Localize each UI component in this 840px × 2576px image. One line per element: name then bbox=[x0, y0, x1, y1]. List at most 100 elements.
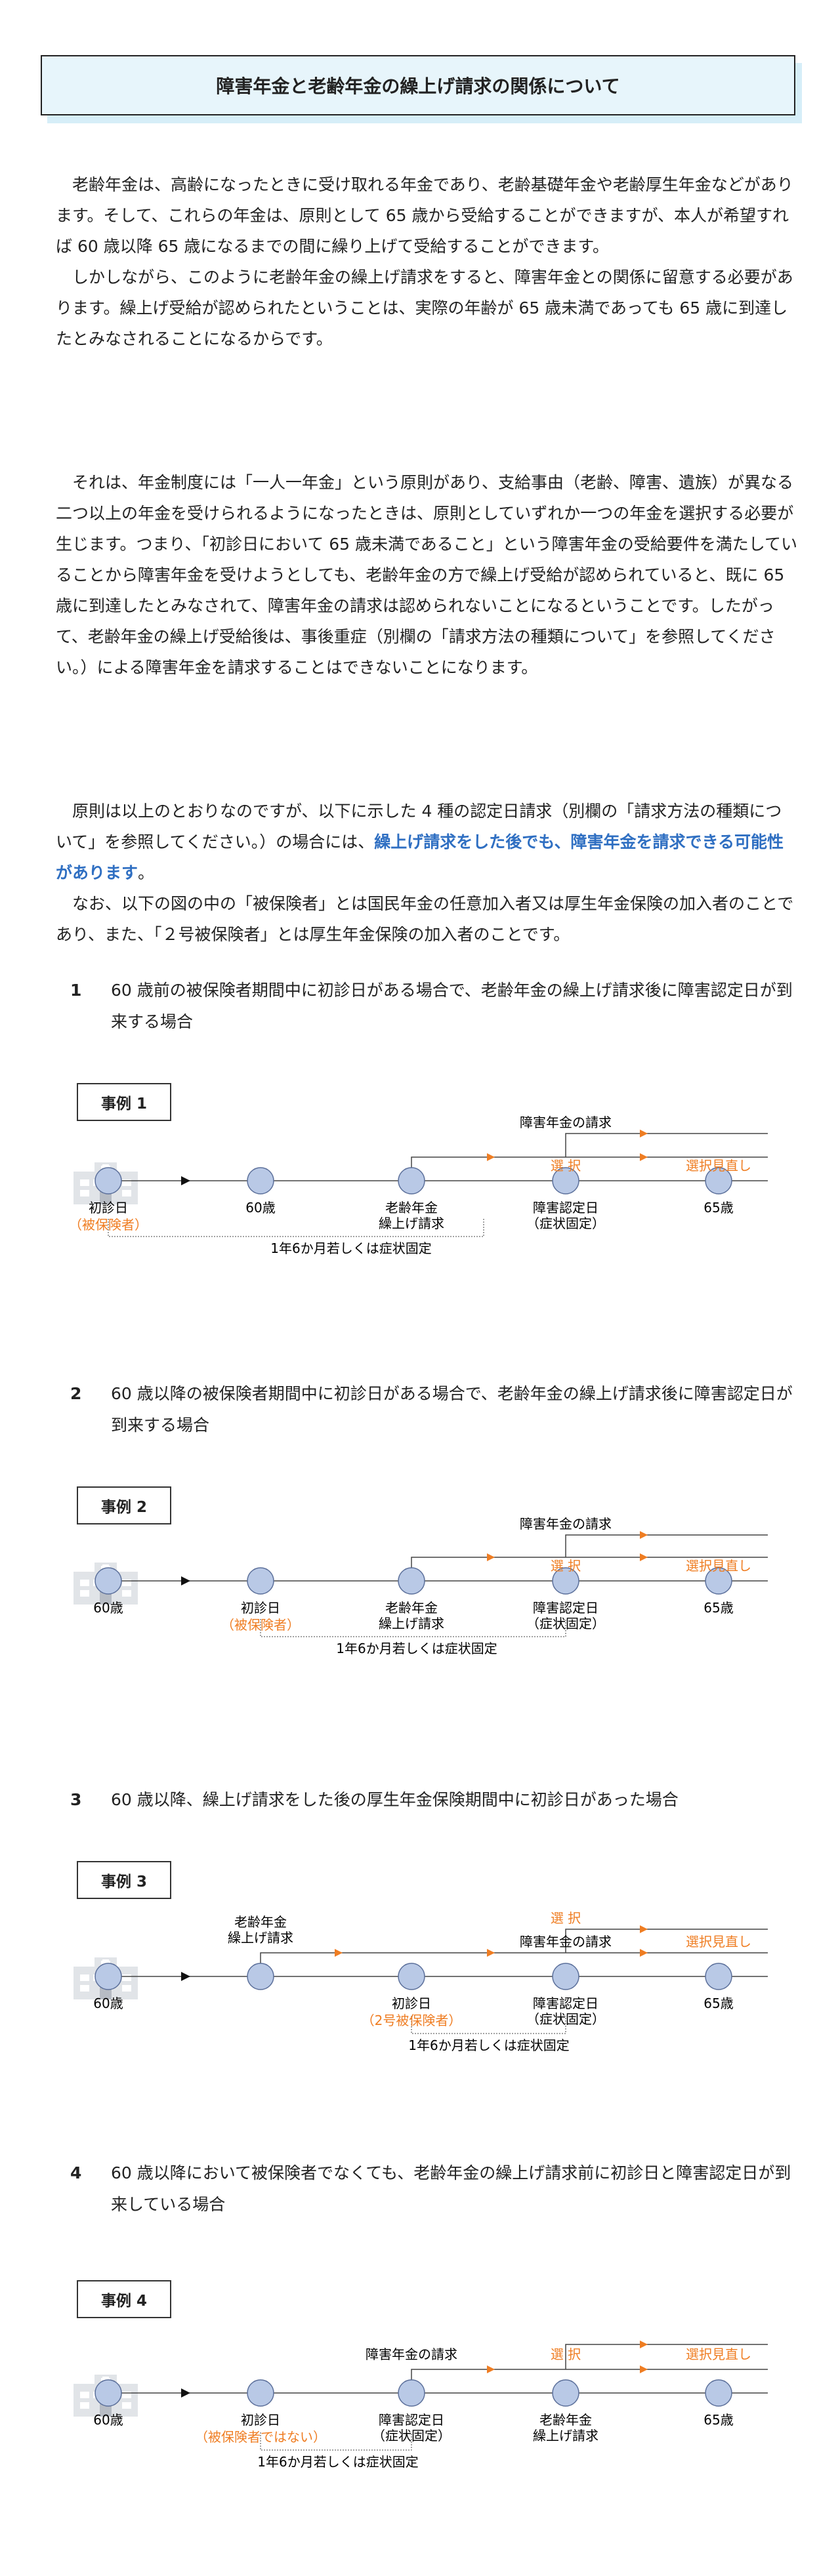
case-3-diagram: 60歳 老齢年金 繰上げ請求 初診日 （2号被保険者） 障害認定日 （症状固定）… bbox=[74, 1910, 768, 2053]
label-kotei: 1年6か月若しくは症状固定 bbox=[408, 2037, 569, 2053]
case-1-label: 事例 1 bbox=[77, 1083, 171, 1121]
case-2-diagram: 60歳 初診日 （被保険者） 老齢年金 繰上げ請求 障害認定日 （症状固定） 6… bbox=[74, 1516, 768, 1656]
label-rourei-1: 老齢年金 bbox=[539, 2412, 592, 2428]
case-1-heading: 1 60 歳前の被保険者期間中に初診日がある場合で、老齢年金の繰上げ請求後に障害… bbox=[56, 975, 804, 1038]
label-age65: 65歳 bbox=[704, 1200, 733, 1216]
case-2-heading: 2 60 歳以降の被保険者期間中に初診日がある場合で、老齢年金の繰上げ請求後に障… bbox=[56, 1378, 804, 1441]
orange-arrow bbox=[335, 1949, 343, 1957]
case-4-label: 事例 4 bbox=[77, 2280, 171, 2318]
orange-arrow bbox=[640, 1130, 648, 1137]
case-4-heading: 4 60 歳以降において被保険者でなくても、老齢年金の繰上げ請求前に初診日と障害… bbox=[56, 2157, 804, 2220]
bracket-line bbox=[411, 2016, 566, 2034]
node-rourei bbox=[398, 1167, 425, 1195]
label-sentaku: 選 択 bbox=[551, 1558, 581, 1574]
bracket-line bbox=[260, 2432, 412, 2451]
branch-line bbox=[565, 1534, 768, 1557]
label-hihokensha: （被保険者） bbox=[69, 1217, 148, 1233]
branch-line bbox=[565, 1929, 768, 1953]
hospital-icon bbox=[74, 1162, 138, 1204]
label-shoshinbi: 初診日 bbox=[392, 1995, 431, 2011]
case-3-label: 事例 3 bbox=[77, 1861, 171, 1899]
label-age65: 65歳 bbox=[704, 1600, 733, 1616]
label-rourei-2: 繰上げ請求 bbox=[533, 2428, 598, 2443]
label-hihokensha-denai: （被保険者ではない） bbox=[195, 2429, 326, 2445]
page-title-box: 障害年金と老齢年金の繰上げ請求の関係について bbox=[41, 55, 802, 123]
node-rourei bbox=[398, 1567, 425, 1595]
branch-line bbox=[565, 1133, 768, 1157]
case-4-heading-text: 60 歳以降において被保険者でなくても、老齢年金の繰上げ請求前に初診日と障害認定… bbox=[111, 2163, 791, 2214]
label-nintei-2: （症状固定） bbox=[526, 1216, 605, 1231]
case-3-heading-text: 60 歳以降、繰上げ請求をした後の厚生年金保険期間中に初診日があった場合 bbox=[111, 1790, 679, 1809]
label-age60: 60歳 bbox=[93, 2412, 123, 2428]
label-age60: 60歳 bbox=[93, 1995, 123, 2011]
principle-text: それは、年金制度には「一人一年金」という原則があり、支給事由（老齢、障害、遺族）… bbox=[56, 467, 797, 683]
label-nintei-1: 障害認定日 bbox=[379, 2412, 444, 2428]
node-nintei bbox=[552, 1167, 579, 1195]
paragraph-1: 老齢年金は、高齢になったときに受け取れる年金であり、老齢基礎年金や老齢厚生年金な… bbox=[56, 175, 793, 256]
label-nintei-1: 障害認定日 bbox=[533, 1995, 598, 2011]
label-shougai-seikyu: 障害年金の請求 bbox=[520, 1114, 612, 1130]
paragraph-4: 原則は以上のとおりなのですが、以下に示した 4 種の認定日請求（別欄の「請求方法… bbox=[56, 796, 797, 888]
label-age65: 65歳 bbox=[704, 1995, 733, 2011]
node-age60 bbox=[94, 1963, 122, 1990]
label-nintei-1: 障害認定日 bbox=[533, 1600, 598, 1616]
label-nintei-2: （症状固定） bbox=[526, 2011, 605, 2027]
arrow-head bbox=[181, 1176, 190, 1185]
node-age65 bbox=[705, 1963, 732, 1990]
label-shoshinbi: 初診日 bbox=[89, 1200, 128, 1216]
label-age60: 60歳 bbox=[93, 1600, 123, 1616]
page-title: 障害年金と老齢年金の繰上げ請求の関係について bbox=[41, 55, 795, 115]
label-shoshinbi: 初診日 bbox=[241, 1600, 280, 1616]
label-shougai-seikyu: 障害年金の請求 bbox=[520, 1516, 612, 1532]
node-age60 bbox=[94, 1567, 122, 1595]
case-2-number: 2 bbox=[70, 1384, 82, 1403]
orange-arrow bbox=[640, 1925, 648, 1933]
label-kotei: 1年6か月若しくは症状固定 bbox=[257, 2454, 418, 2470]
orange-arrow bbox=[640, 1949, 648, 1957]
label-rourei-2: 繰上げ請求 bbox=[379, 1616, 444, 1631]
label-sentaku: 選 択 bbox=[551, 2346, 581, 2362]
orange-arrow bbox=[640, 1531, 648, 1539]
node-age60 bbox=[247, 1167, 274, 1195]
case-4-number: 4 bbox=[70, 2163, 82, 2182]
label-hihokensha: （被保険者） bbox=[221, 1617, 300, 1633]
paragraph-2: しかしながら、このように老齢年金の繰上げ請求をすると、障害年金との関係に留意する… bbox=[56, 268, 793, 348]
paragraph-5: なお、以下の図の中の「被保険者」とは国民年金の任意加入者又は厚生年金保険の加入者… bbox=[56, 894, 794, 944]
node-nintei bbox=[398, 2379, 425, 2407]
intro-text: 老齢年金は、高齢になったときに受け取れる年金であり、老齢基礎年金や老齢厚生年金な… bbox=[56, 169, 797, 354]
label-sentaku-minaoshi: 選択見直し bbox=[686, 1934, 751, 1950]
node-shoshinbi bbox=[247, 2379, 274, 2407]
node-age65 bbox=[705, 2379, 732, 2407]
node-nintei bbox=[552, 1963, 579, 1990]
case-3-heading: 3 60 歳以降、繰上げ請求をした後の厚生年金保険期間中に初診日があった場合 bbox=[56, 1784, 804, 1816]
label-age60: 60歳 bbox=[245, 1200, 275, 1216]
label-kotei: 1年6か月若しくは症状固定 bbox=[270, 1240, 431, 1256]
orange-arrow bbox=[487, 1553, 495, 1561]
case-1-heading-text: 60 歳前の被保険者期間中に初診日がある場合で、老齢年金の繰上げ請求後に障害認定… bbox=[111, 981, 793, 1031]
branch-line bbox=[260, 1952, 768, 1976]
case-2-label: 事例 2 bbox=[77, 1486, 171, 1524]
arrow-head bbox=[181, 1972, 190, 1981]
orange-arrow bbox=[640, 2365, 648, 2373]
exception-text: 原則は以上のとおりなのですが、以下に示した 4 種の認定日請求（別欄の「請求方法… bbox=[56, 796, 797, 950]
label-nigou-hihokensha: （2号被保険者） bbox=[362, 2013, 462, 2028]
case-1-number: 1 bbox=[70, 981, 82, 1000]
label-kotei: 1年6か月若しくは症状固定 bbox=[336, 1641, 497, 1656]
node-age60 bbox=[94, 2379, 122, 2407]
orange-arrow bbox=[487, 1949, 495, 1957]
branch-line bbox=[565, 2344, 768, 2369]
label-rourei-2: 繰上げ請求 bbox=[379, 1216, 444, 1231]
case-2-heading-text: 60 歳以降の被保険者期間中に初診日がある場合で、老齢年金の繰上げ請求後に障害認… bbox=[111, 1384, 793, 1435]
label-shougai-seikyu: 障害年金の請求 bbox=[366, 2346, 457, 2362]
arrow-head bbox=[181, 2388, 190, 2398]
node-age65 bbox=[705, 1567, 732, 1595]
orange-arrow bbox=[640, 1553, 648, 1561]
label-nintei-1: 障害認定日 bbox=[533, 1200, 598, 1216]
node-shoshinbi bbox=[94, 1167, 122, 1195]
node-shoshinbi bbox=[247, 1567, 274, 1595]
label-shougai-seikyu: 障害年金の請求 bbox=[520, 1934, 612, 1950]
label-sentaku-minaoshi: 選択見直し bbox=[686, 1158, 751, 1174]
label-sentaku-minaoshi: 選択見直し bbox=[686, 1558, 751, 1574]
label-sentaku: 選 択 bbox=[551, 1910, 581, 1926]
label-age65: 65歳 bbox=[704, 2412, 733, 2428]
